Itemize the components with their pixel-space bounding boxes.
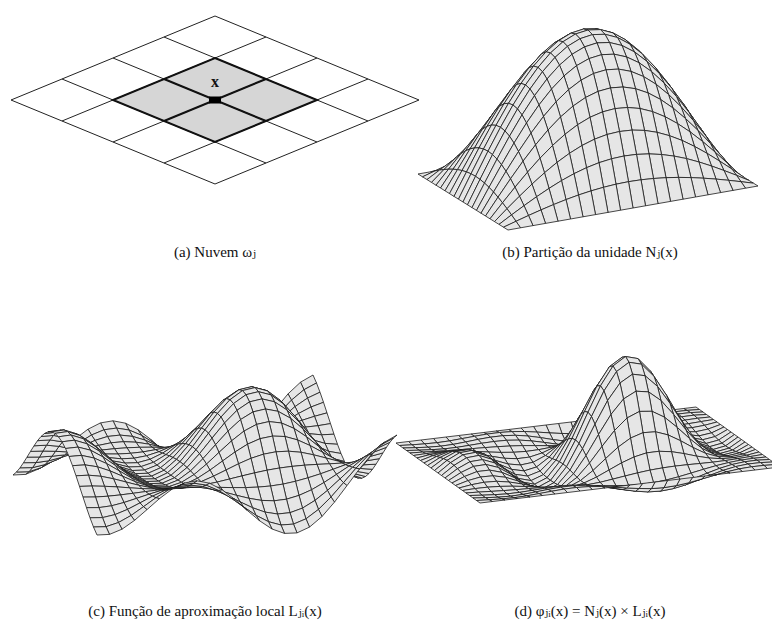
mesh-cell xyxy=(504,221,521,230)
mesh-cell xyxy=(356,454,372,469)
panel-caption: (b) Partição da unidade Nⱼ(x) xyxy=(502,243,678,261)
mesh-cell xyxy=(80,486,96,497)
mesh-cell xyxy=(169,483,185,490)
mesh-cell xyxy=(369,442,385,455)
mesh-cell xyxy=(83,497,99,508)
mesh-cell xyxy=(76,475,92,486)
cloud-grid xyxy=(11,16,419,184)
mesh-cell xyxy=(73,465,89,476)
mesh-cell xyxy=(31,445,47,451)
mesh-cell xyxy=(90,518,106,527)
cloud-region xyxy=(113,58,317,142)
mesh-cell xyxy=(27,451,43,457)
mesh-cell xyxy=(69,455,85,465)
mesh-cell xyxy=(206,483,222,490)
mesh-cell xyxy=(477,500,493,503)
panel-caption: (c) Função de aproximação local Lⱼᵢ(x) xyxy=(88,602,321,620)
grid-line xyxy=(164,37,368,121)
grid-line xyxy=(62,37,266,121)
mesh-cell xyxy=(256,515,272,529)
mesh-cell xyxy=(331,483,347,502)
enriched-function-surface xyxy=(396,357,772,504)
point-label: x xyxy=(211,72,219,91)
mesh-cell xyxy=(17,468,33,472)
mesh-cell xyxy=(231,498,247,510)
mesh-cell xyxy=(344,468,360,485)
mesh-cell xyxy=(181,481,197,485)
mesh-cell xyxy=(66,447,82,456)
grid-line xyxy=(164,79,368,163)
grid-line xyxy=(113,58,317,142)
local-approximation-surface xyxy=(13,375,397,535)
grid-line xyxy=(62,79,266,163)
mesh-cell xyxy=(20,463,36,468)
mesh-cell xyxy=(94,527,110,535)
cloud-outline xyxy=(113,58,317,142)
mesh-cell xyxy=(156,489,172,498)
mesh-cell xyxy=(219,490,235,500)
node-point xyxy=(209,97,221,104)
mesh-cell xyxy=(144,498,160,510)
grid-line xyxy=(113,58,317,142)
mesh-cell xyxy=(24,457,40,463)
partition-of-unity-surface xyxy=(418,29,758,230)
panel-caption: (d) φⱼᵢ(x) = Nⱼ(x) × Lⱼᵢ(x) xyxy=(514,602,665,620)
panel-caption: (a) Nuvem ωⱼ xyxy=(174,243,256,261)
mesh-cell xyxy=(87,508,103,518)
